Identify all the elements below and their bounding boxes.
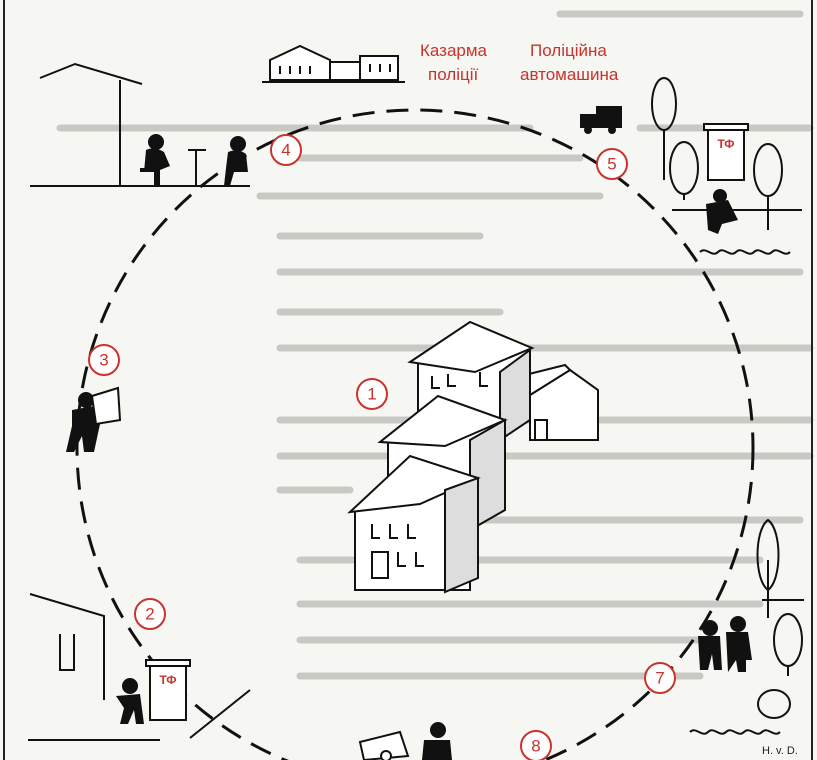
- police-car-icon: [580, 106, 622, 134]
- person-with-map-icon: [66, 392, 100, 452]
- station-marker-8: 8: [520, 730, 552, 760]
- crouching-person-right-icon: [706, 189, 738, 234]
- walking-couple-icon: [698, 616, 752, 672]
- station-marker-7: 7: [644, 662, 676, 694]
- barracks-label-line1: Казарма: [420, 41, 488, 60]
- station-marker-4: 4: [270, 134, 302, 166]
- seated-person-right-icon: [224, 136, 248, 186]
- trees-bottom-right: [756, 518, 804, 719]
- hedge-top-right: [699, 249, 791, 255]
- phone-booth-bottom: [145, 659, 191, 721]
- station-marker-3: 3: [88, 344, 120, 376]
- station-number-3: 3: [99, 351, 108, 370]
- phone-booth-bottom-label: ТФ: [159, 673, 176, 687]
- phone-booth-top-label: ТФ: [717, 137, 734, 151]
- seated-person-left-icon: [140, 134, 170, 186]
- cafe-terrace: [30, 62, 250, 187]
- trees-top-right: [651, 77, 802, 230]
- station-number-2: 2: [145, 605, 154, 624]
- phone-booth-top-right: [703, 123, 749, 181]
- station-marker-1: 1: [356, 378, 388, 410]
- station-number-1: 1: [367, 385, 376, 404]
- central-buildings: [347, 320, 599, 594]
- person-near-booth-icon: [116, 678, 144, 724]
- hedge-bottom-right: [689, 729, 781, 735]
- barracks-label-line2: поліції: [428, 65, 478, 84]
- car-label-line2: автомашина: [520, 65, 619, 84]
- person-with-cart-icon: [358, 722, 452, 760]
- building-windows: [371, 372, 488, 579]
- artist-signature: H. v. D.: [762, 745, 798, 757]
- station-number-5: 5: [607, 155, 616, 174]
- car-label-line1: Поліційна: [530, 41, 607, 60]
- station-marker-2: 2: [134, 598, 166, 630]
- station-number-7: 7: [655, 669, 664, 688]
- station-number-8: 8: [531, 737, 540, 756]
- station-number-4: 4: [281, 141, 290, 160]
- surveillance-circle: [75, 108, 755, 760]
- station-marker-5: 5: [596, 148, 628, 180]
- police-barracks: [262, 44, 405, 83]
- building-bottom-left: [28, 593, 251, 741]
- map-sheet-icon: [90, 386, 122, 426]
